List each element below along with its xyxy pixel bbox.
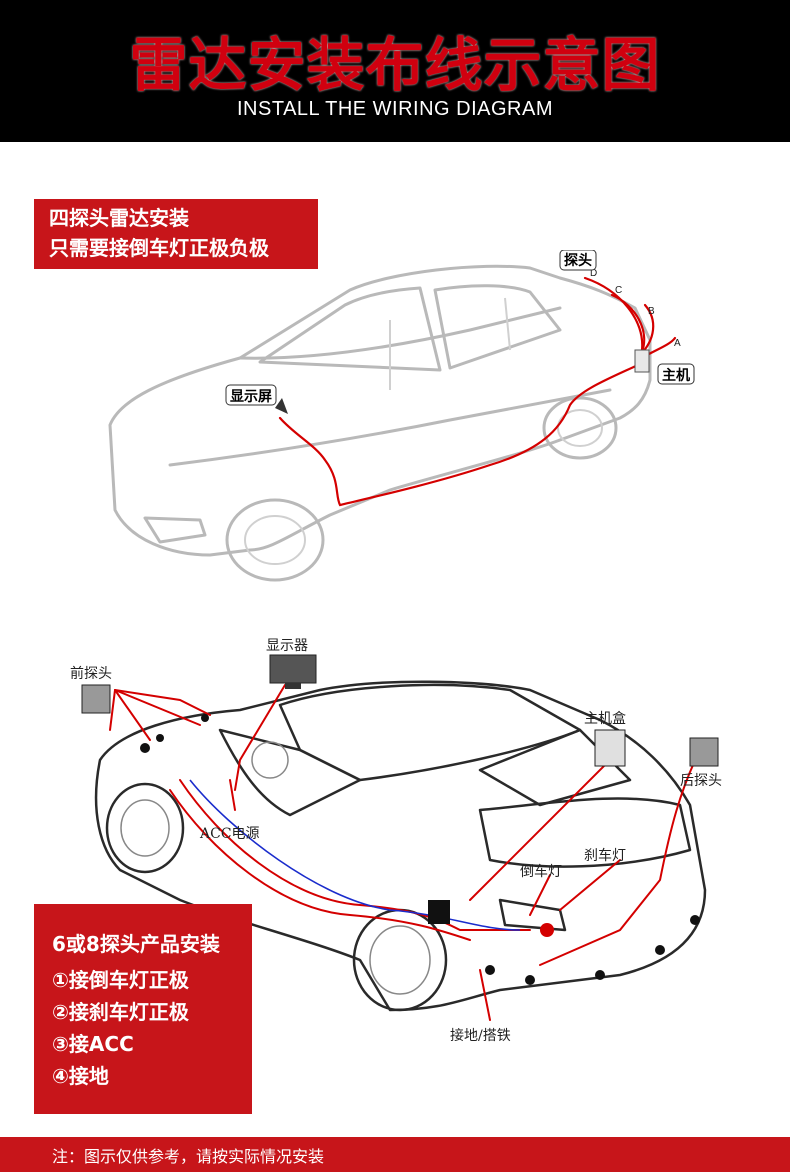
car2-taillight [498, 898, 567, 932]
footer-bar: 注：图示仅供参考，请按实际情况安装 [0, 1137, 790, 1172]
probe-letter-c: C [615, 285, 622, 296]
car2-blue-wire [189, 779, 521, 931]
label-brake-light: 刹车灯 [584, 847, 626, 864]
four-probe-info-box: 四探头雷达安装 只需要接倒车灯正极负极 [34, 199, 318, 269]
instruction-item: ①接倒车灯正极 [52, 968, 189, 992]
car2-wire-reverse [529, 874, 551, 916]
probe-letter-a: A [674, 338, 681, 349]
four-probe-car-diagram: D C B A 显示屏 探头 主机 [108, 250, 695, 582]
monitor-device [269, 654, 317, 684]
car1-host-box [634, 349, 650, 373]
label-monitor: 显示器 [266, 638, 308, 654]
car2-rear-window [478, 728, 632, 807]
car1-probe-wire-d [583, 276, 644, 352]
car2-wire-front-4 [114, 689, 201, 726]
car1-body-outline [108, 264, 652, 557]
car2-wire-ground [479, 969, 491, 1021]
car2-wire-monitor [234, 684, 286, 791]
page-title: 雷达安装布线示意图 [129, 31, 661, 99]
multi-probe-title: 6或8探头产品安装 [52, 932, 220, 956]
label-host: 主机 [662, 367, 690, 384]
acc-connector [428, 900, 450, 924]
label-host-box: 主机盒 [584, 710, 626, 727]
page-subtitle: INSTALL THE WIRING DIAGRAM [237, 98, 553, 120]
footer-note: 注：图示仅供参考，请按实际情况安装 [52, 1147, 325, 1166]
car2-wire-host [469, 759, 611, 901]
car2-wire-brake [559, 859, 621, 911]
label-display-screen: 显示屏 [230, 389, 272, 405]
car1-main-wire [278, 363, 640, 507]
header-banner: 雷达安装布线示意图 INSTALL THE WIRING DIAGRAM [0, 0, 790, 142]
label-reverse-light: 倒车灯 [520, 863, 562, 880]
multi-probe-car-diagram: 前探头 显示器 主机盒 后探头 ACC电源 倒车灯 刹车灯 接地/搭铁 [70, 638, 722, 1044]
car2-trunk [478, 797, 692, 868]
rear-probe-device [689, 737, 719, 767]
car1-rear-wheel [542, 396, 618, 460]
instruction-item: ④接地 [52, 1064, 109, 1088]
label-front-probe: 前探头 [70, 665, 112, 682]
label-rear-probe: 后探头 [680, 773, 722, 789]
four-probe-title: 四探头雷达安装 [49, 206, 189, 230]
car2-rear-wheel [352, 908, 448, 1012]
instruction-item: ③接ACC [52, 1032, 134, 1056]
car2-wire-front-1 [114, 689, 211, 716]
car2-wire-rear-probe [539, 749, 701, 966]
label-acc-power: ACC电源 [199, 826, 260, 842]
probe-letter-b: B [648, 306, 655, 317]
instruction-item: ②接刹车灯正极 [52, 1000, 189, 1024]
host-box-device [594, 729, 626, 767]
car2-wire-acc [229, 779, 236, 811]
car1-window-front [258, 286, 442, 372]
front-probe-device [81, 684, 111, 714]
car2-front-wheel [105, 782, 185, 874]
probe-letter-d: D [590, 268, 597, 279]
car2-roof [278, 683, 582, 782]
car1-front-wheel [225, 498, 325, 582]
car1-headlight [143, 516, 207, 544]
multi-probe-info-box: 6或8探头产品安装 ①接倒车灯正极 ②接刹车灯正极 ③接ACC ④接地 [34, 904, 252, 1114]
car2-wire-side-2 [169, 789, 471, 941]
car2-windshield [218, 728, 362, 817]
brake-light-marker [540, 923, 554, 937]
monitor-stand [285, 683, 301, 689]
car1-display-device [275, 398, 288, 414]
label-ground: 接地/搭铁 [450, 1027, 511, 1044]
four-probe-instruction: 只需要接倒车灯正极负极 [49, 236, 269, 260]
car2-wire-front-2 [114, 689, 151, 741]
label-probe: 探头 [564, 252, 592, 269]
car2-wire-front-3 [109, 689, 116, 731]
car1-roof-line [238, 306, 562, 360]
car1-window-rear [433, 284, 562, 370]
